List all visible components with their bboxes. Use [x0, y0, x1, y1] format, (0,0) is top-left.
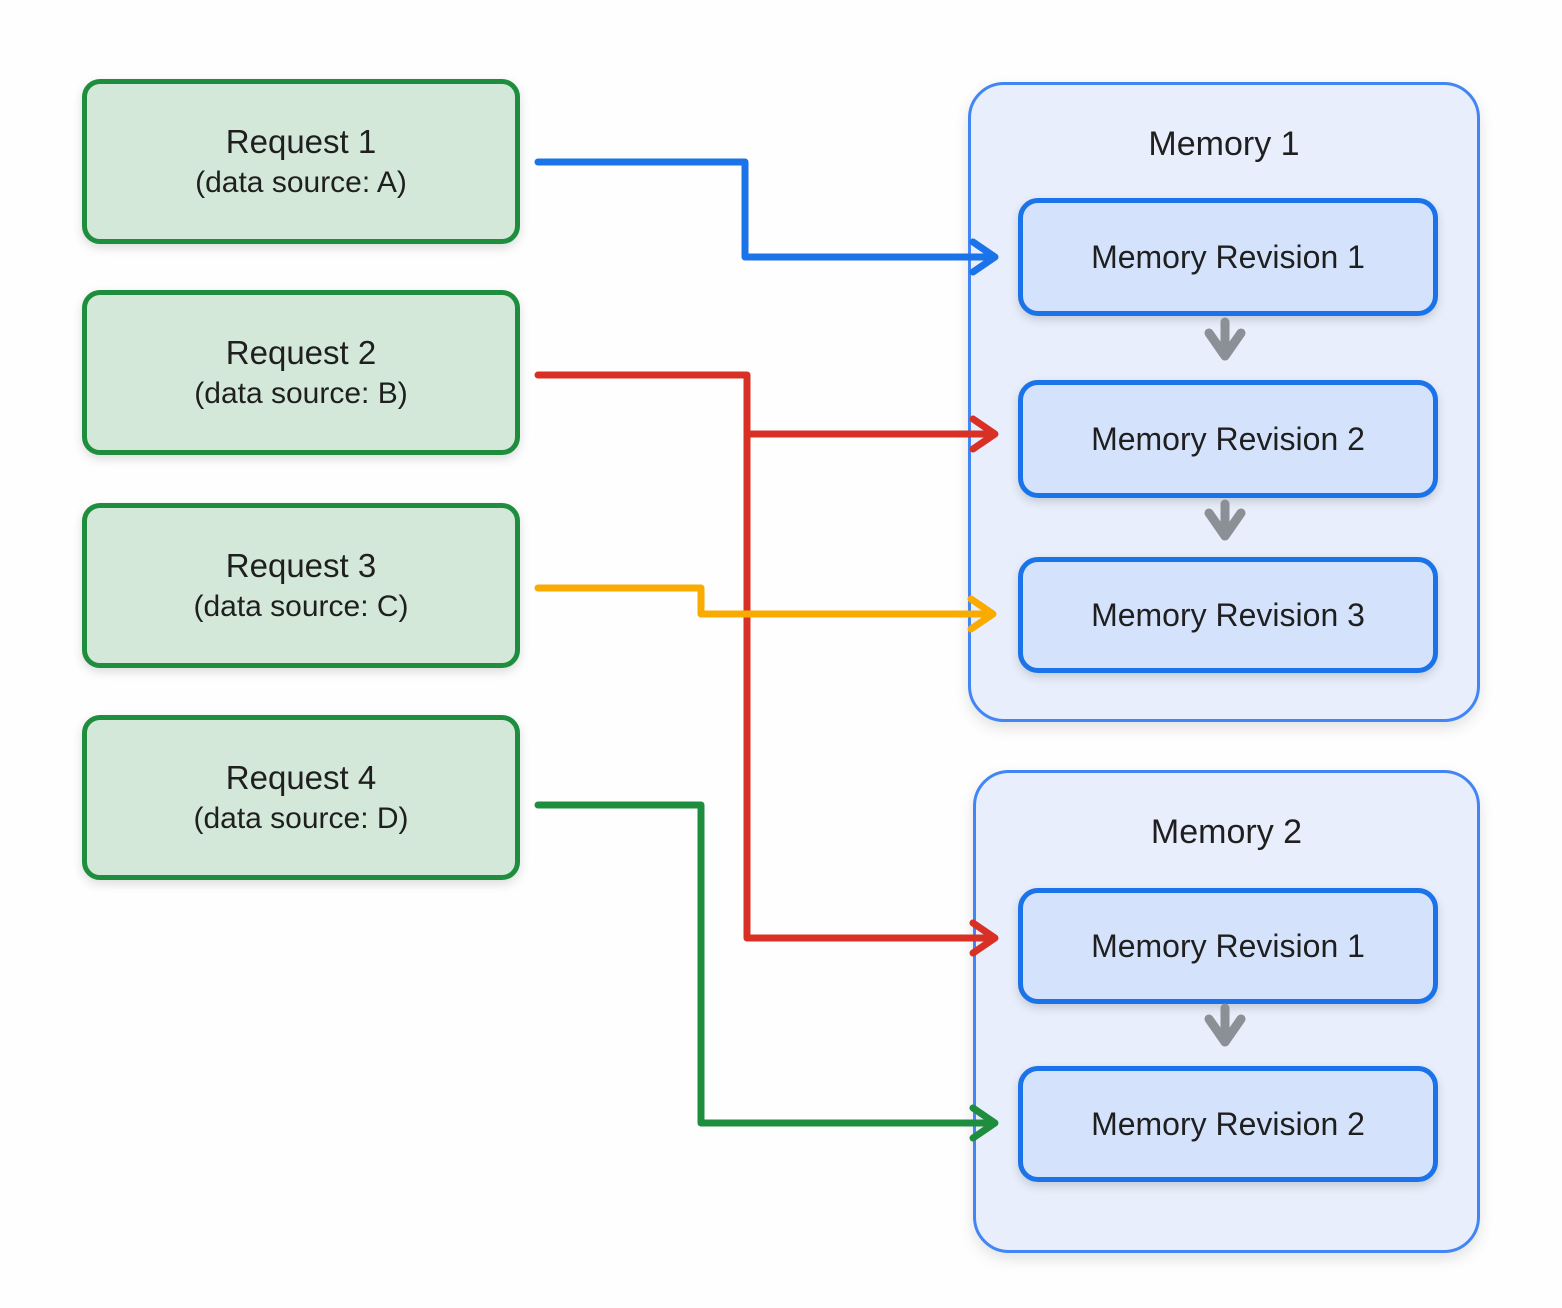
request-1-subtitle: (data source: A) — [195, 166, 407, 199]
memory-2-revision-2-box: Memory Revision 2 — [1018, 1066, 1438, 1182]
memory-2-revision-1-box: Memory Revision 1 — [1018, 888, 1438, 1004]
arrow-request2-to-memory2-revision1 — [534, 371, 999, 957]
request-4-box: Request 4 (data source: D) — [82, 715, 520, 880]
memory-2-container: Memory 2 Memory Revision 1 Memory Revisi… — [973, 770, 1480, 1253]
memory-1-container: Memory 1 Memory Revision 1 Memory Revisi… — [968, 82, 1480, 722]
request-1-title: Request 1 — [225, 123, 377, 160]
request-2-subtitle: (data source: B) — [194, 377, 408, 410]
request-1-box: Request 1 (data source: A) — [82, 79, 520, 244]
request-4-title: Request 4 — [225, 759, 377, 796]
request-2-title: Request 2 — [225, 334, 377, 371]
arrow-request1-to-memory1-revision1 — [534, 158, 999, 276]
memory-1-revision-3-box: Memory Revision 3 — [1018, 557, 1438, 673]
arrow-request4-to-memory2-revision2 — [534, 801, 999, 1142]
request-2-box: Request 2 (data source: B) — [82, 290, 520, 455]
request-3-box: Request 3 (data source: C) — [82, 503, 520, 668]
request-4-subtitle: (data source: D) — [193, 802, 409, 835]
memory-1-revision-1-box: Memory Revision 1 — [1018, 198, 1438, 316]
arrow-request3-to-memory1-revision3 — [534, 584, 997, 633]
memory-2-title: Memory 2 — [1150, 813, 1303, 851]
memory-1-title: Memory 1 — [1148, 125, 1300, 163]
request-3-title: Request 3 — [225, 547, 377, 584]
memory-1-revision-2-box: Memory Revision 2 — [1018, 380, 1438, 498]
request-3-subtitle: (data source: C) — [193, 590, 409, 623]
